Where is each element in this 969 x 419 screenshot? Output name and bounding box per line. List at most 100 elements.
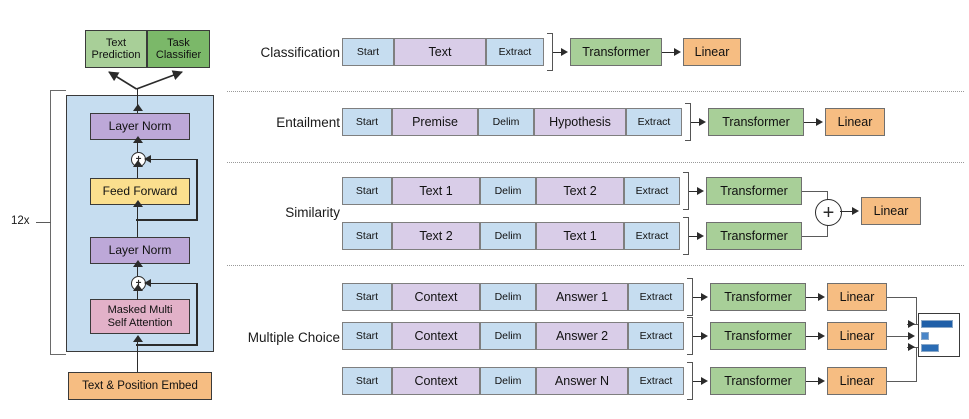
residual-skip-top-vertical — [196, 158, 198, 221]
edge-layernorm-to-feedforward — [136, 206, 139, 237]
token-mc-2-answer: Answer 2 — [536, 322, 628, 350]
edge-entailment-transformer-to-linear — [804, 121, 817, 124]
arrowhead-add-to-layernorm-bottom — [132, 260, 143, 267]
arrowhead-similarity-1-transformer — [697, 186, 704, 195]
token-similarity-1-delim: Delim — [480, 177, 536, 205]
token-classification-text: Text — [394, 38, 486, 66]
layer-norm-top-box: Layer Norm — [90, 113, 190, 140]
token-similarity-2-extract: Extract — [624, 222, 680, 250]
token-entailment-start: Start — [342, 108, 392, 136]
separator-2 — [227, 162, 964, 163]
separator-1 — [227, 91, 964, 92]
token-similarity-1-text2: Text 2 — [536, 177, 624, 205]
softmax-bar-2 — [921, 332, 929, 340]
edge-classification-transformer-to-linear — [662, 51, 675, 54]
linear-similarity: Linear — [861, 197, 921, 225]
bracket-similarity-1 — [683, 172, 689, 210]
edge-mc-3-out-v — [916, 347, 918, 381]
repeat-bracket-tick — [36, 222, 51, 224]
edge-mc-3-transformer-to-linear — [806, 380, 819, 383]
attention-line1: Masked Multi — [107, 304, 173, 317]
bracket-mc-1 — [687, 278, 693, 316]
transformer-mc-1: Transformer — [710, 283, 806, 311]
token-similarity-2-text1: Text 1 — [536, 222, 624, 250]
edge-mc-1-to-transformer — [693, 296, 702, 299]
edge-similarity-2-merge-h — [802, 235, 828, 237]
edge-classification-to-transformer — [553, 51, 562, 54]
edge-add-to-layernorm-bottom — [136, 265, 139, 276]
token-classification-start: Start — [342, 38, 394, 66]
token-similarity-2-start: Start — [342, 222, 392, 250]
edge-embed-to-attention — [136, 341, 139, 372]
edge-similarity-1-to-transformer — [689, 190, 698, 193]
residual-skip-top-upper — [150, 158, 197, 161]
token-mc-1-answer: Answer 1 — [536, 283, 628, 311]
token-mc-3-answer: Answer N — [536, 367, 628, 395]
text-prediction-line2: Prediction — [91, 49, 141, 61]
softmax-bar-3 — [921, 344, 939, 352]
linear-mc-1: Linear — [827, 283, 887, 311]
edge-mc-2-transformer-to-linear — [806, 335, 819, 338]
transformer-mc-3: Transformer — [710, 367, 806, 395]
token-entailment-hypothesis: Hypothesis — [534, 108, 626, 136]
edge-similarity-2-to-transformer — [689, 235, 698, 238]
token-mc-1-start: Start — [342, 283, 392, 311]
linear-classification: Linear — [683, 38, 741, 66]
arrowhead-layernorm-top-out — [132, 104, 143, 111]
arrowhead-classification-transformer — [561, 47, 568, 56]
arrowhead-softmax-in-3 — [908, 343, 915, 351]
repeat-bracket — [50, 90, 66, 355]
edge-layernorm-top-to-split — [136, 88, 139, 113]
token-similarity-1-text1: Text 1 — [392, 177, 480, 205]
token-similarity-1-start: Start — [342, 177, 392, 205]
softmax-output-box — [918, 313, 960, 357]
masked-self-attention-box: Masked Multi Self Attention — [90, 299, 190, 334]
text-prediction-line1: Text — [105, 36, 127, 49]
arrowhead-classification-linear — [674, 47, 681, 56]
transformer-mc-2: Transformer — [710, 322, 806, 350]
token-mc-2-extract: Extract — [628, 322, 684, 350]
linear-mc-2: Linear — [827, 322, 887, 350]
token-mc-1-extract: Extract — [628, 283, 684, 311]
arrowhead-entailment-linear — [816, 117, 823, 126]
bracket-mc-3 — [687, 362, 693, 400]
token-entailment-delim: Delim — [478, 108, 534, 136]
bracket-classification — [547, 33, 553, 71]
repeat-label: 12x — [11, 215, 30, 227]
residual-skip-bottom-upper — [150, 282, 197, 285]
token-mc-3-extract: Extract — [628, 367, 684, 395]
task-input-transformations: Classification Start Text Extract Transf… — [227, 0, 969, 419]
residual-skip-top-lower — [136, 219, 197, 221]
arrowhead-entailment-transformer — [699, 117, 706, 126]
arrowhead-layernorm-to-feedforward — [132, 200, 143, 207]
arrowhead-residual-bottom — [144, 278, 151, 287]
token-mc-2-start: Start — [342, 322, 392, 350]
token-mc-1-delim: Delim — [480, 283, 536, 311]
edge-entailment-to-transformer — [691, 121, 700, 124]
bracket-entailment — [685, 103, 691, 141]
task-label-classification: Classification — [260, 45, 340, 60]
edge-feedforward-to-add — [136, 165, 139, 178]
token-mc-3-start: Start — [342, 367, 392, 395]
bracket-mc-2 — [687, 317, 693, 355]
edge-mc-3-to-transformer — [693, 380, 702, 383]
arrowhead-softmax-in-1 — [908, 319, 915, 328]
edge-add-to-layernorm-top — [136, 141, 139, 152]
arrowhead-attention-to-add — [132, 284, 143, 291]
task-classifier-line2: Classifier — [155, 49, 202, 61]
edge-similarity-1-merge-h — [802, 190, 828, 192]
token-mc-2-context: Context — [392, 322, 480, 350]
token-similarity-1-extract: Extract — [624, 177, 680, 205]
arrowhead-mc-2-transformer — [701, 331, 708, 340]
edge-mc-2-to-transformer — [693, 335, 702, 338]
arrowhead-mc-1-linear — [818, 292, 825, 301]
task-label-similarity: Similarity — [285, 205, 340, 220]
arrowhead-add-to-layernorm-top — [132, 136, 143, 143]
arrowhead-softmax-in-2 — [908, 331, 915, 340]
linear-mc-3: Linear — [827, 367, 887, 395]
token-entailment-extract: Extract — [626, 108, 682, 136]
text-prediction-box: Text Prediction — [85, 30, 147, 68]
arrowhead-similarity-2-transformer — [697, 231, 704, 240]
token-similarity-2-text2: Text 2 — [392, 222, 480, 250]
